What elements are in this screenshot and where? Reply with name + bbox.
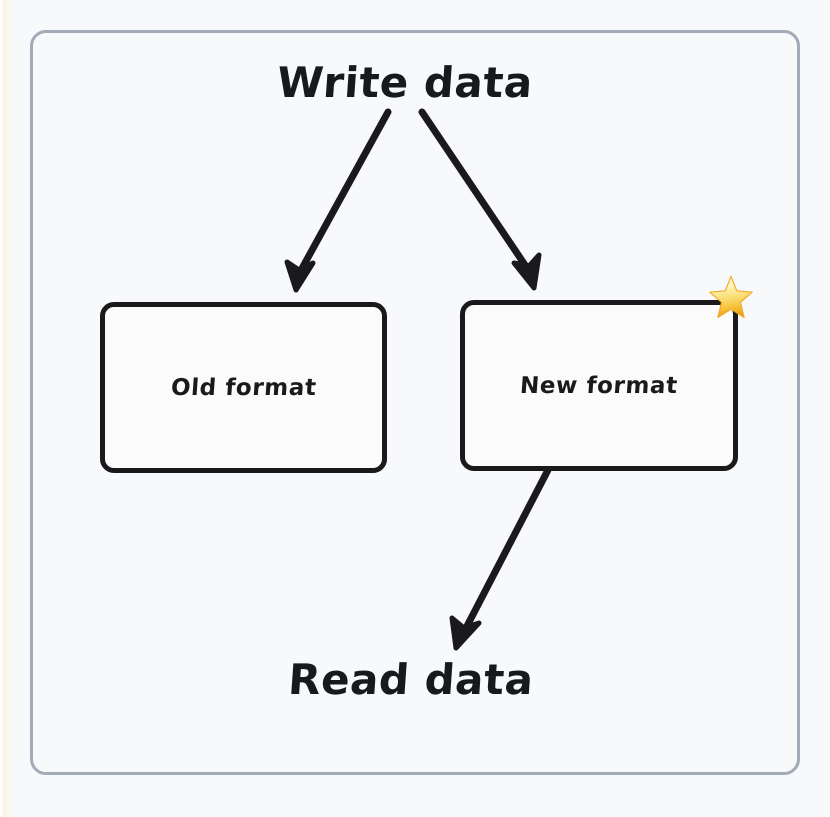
left-edge-accent-stripe xyxy=(2,0,9,817)
star-icon xyxy=(709,275,753,319)
node-new-format-label: New format xyxy=(519,372,679,399)
read-data-label: Read data xyxy=(286,655,536,704)
node-old-format[interactable]: Old format xyxy=(100,302,387,473)
write-data-label: Write data xyxy=(275,58,535,107)
node-old-format-label: Old format xyxy=(169,374,318,401)
node-new-format[interactable]: New format xyxy=(460,300,738,471)
